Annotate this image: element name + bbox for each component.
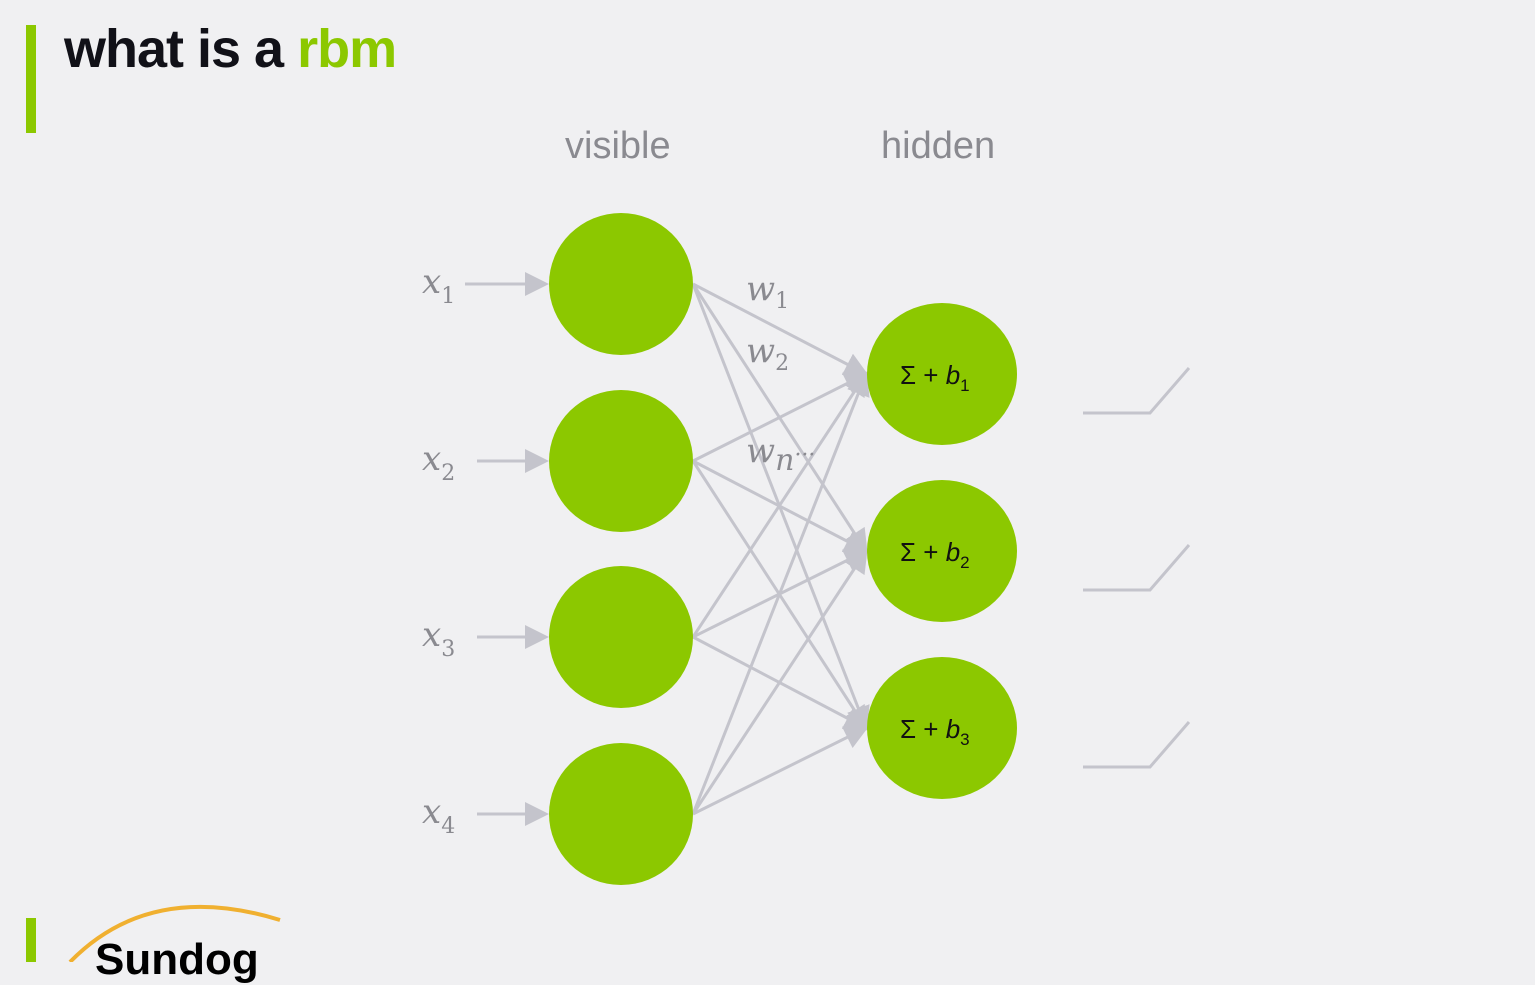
logo-arc <box>68 904 281 962</box>
weight-edge <box>691 548 868 815</box>
hidden-node-label: Σ + b2 <box>900 537 970 572</box>
hidden-node <box>867 303 1017 445</box>
hidden-node <box>867 480 1017 622</box>
title-accent-bar <box>26 25 36 133</box>
weight-label: wn··· <box>746 431 815 478</box>
input-label: x3 <box>422 615 455 662</box>
hidden-node <box>867 657 1017 799</box>
relu-activation-icon <box>1083 367 1191 415</box>
logo-text: Sundog <box>95 935 259 984</box>
weight-edge <box>692 282 869 376</box>
visible-layer-label: visible <box>565 125 671 167</box>
visible-node <box>549 743 693 885</box>
weight-edge <box>692 372 869 463</box>
weight-edge <box>691 371 870 815</box>
weight-label: w1 <box>746 269 789 314</box>
visible-node <box>549 566 693 708</box>
relu-activation-icon <box>1083 721 1191 769</box>
relu-activation-icon <box>1083 544 1191 592</box>
hidden-layer-label: hidden <box>881 125 996 167</box>
next-section-accent-bar <box>26 918 36 962</box>
hidden-node-label: Σ + b3 <box>900 714 970 749</box>
rbm-network-diagram: Σ + b1 Σ + b2 Σ + b3 x1 x2 x3 x4 w1 w2 wn··· <box>68 213 1191 962</box>
input-label: x2 <box>422 439 455 486</box>
input-label: x1 <box>422 262 455 309</box>
weight-edge <box>692 726 869 816</box>
weight-edge <box>691 371 868 638</box>
weight-label: w2 <box>746 331 789 376</box>
input-label: x4 <box>422 792 455 839</box>
visible-node <box>549 390 693 532</box>
visible-node <box>549 213 693 355</box>
hidden-node-label: Σ + b1 <box>900 360 970 395</box>
slide-title: what is a rbm <box>64 19 397 79</box>
